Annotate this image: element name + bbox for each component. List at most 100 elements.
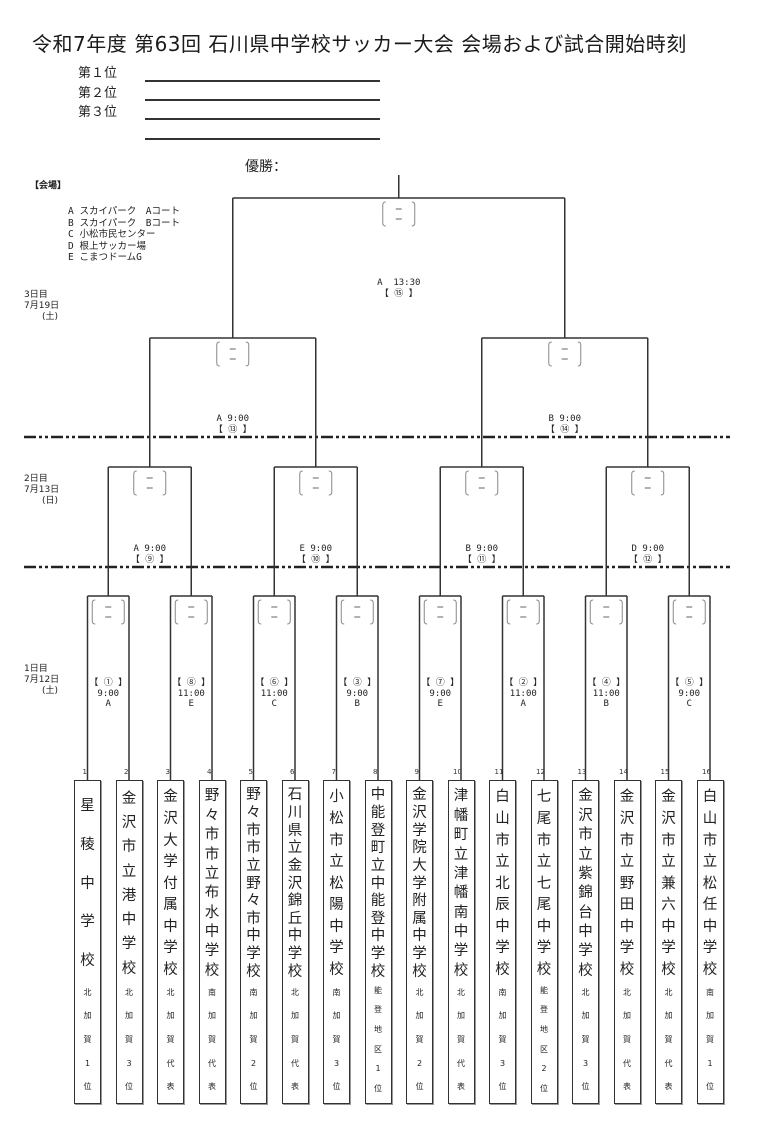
team-name-char: 学 (536, 940, 552, 957)
team-name-char: 立 (329, 854, 344, 871)
rank-2-label: 第２位 (78, 86, 118, 101)
venue-item: A スカイパーク Aコート (68, 206, 180, 217)
team-name-char: 々 (246, 805, 261, 822)
team-region-char: 位 (540, 1084, 548, 1094)
team-region-char: 位 (249, 1082, 258, 1092)
team-region-char: 代 (166, 1058, 175, 1068)
r1-match-match: 【 ⑤ 】 (670, 678, 709, 688)
team-name-char: 布 (204, 885, 220, 902)
team-name-char: 校 (329, 961, 344, 978)
team-region-char: 北 (166, 987, 175, 997)
team-name-char: 野 (204, 788, 220, 805)
team-name-char: 立 (370, 857, 386, 874)
team-region-char: 3 (126, 1058, 132, 1068)
team-name-char: 大 (163, 832, 178, 849)
team-name-char: 立 (619, 854, 635, 871)
seed-number: 11 (494, 768, 504, 776)
r1-match-match: 【 ⑧ 】 (172, 678, 211, 688)
team-name-char: 市 (329, 832, 344, 849)
sf-match-match: 【 ⑭ 】 (545, 424, 584, 435)
team-name-char: 中 (536, 918, 552, 935)
r2-match-info: B 9:00【 ⑪ 】 (452, 544, 512, 565)
team-name-char: 中 (412, 928, 427, 945)
day-3-label: 3日目 7月19日 (土) (24, 290, 60, 322)
team-name-char: 立 (287, 840, 303, 857)
team-name-char: 中 (453, 924, 469, 941)
team-region-char: 表 (664, 1082, 673, 1092)
team-name: 白山市立松任中学校 (698, 787, 723, 981)
team-name-char: 松 (329, 875, 344, 892)
team-name-char: 属 (412, 910, 427, 927)
team-region: 北加賀代表 (449, 981, 474, 1099)
team-name-char: 沢 (578, 807, 593, 824)
team-region-char: 南 (332, 987, 341, 997)
rank-1-label: 第１位 (78, 66, 118, 81)
team-name-char: 大 (412, 857, 427, 874)
team-region-char: 1 (707, 1058, 713, 1068)
team-region-char: 加 (166, 1011, 175, 1021)
r1-match-venue: B (603, 699, 609, 709)
team-region-char: 能 (374, 985, 382, 995)
team-name-char: 陽 (329, 897, 344, 914)
team-region-char: 位 (706, 1082, 714, 1092)
r1-match-time: 9:00 (97, 688, 120, 699)
team-name-char: 立 (661, 854, 676, 871)
rank-1-line (145, 80, 380, 82)
team-name-char: 山 (495, 810, 510, 827)
seed-number: 13 (577, 768, 587, 776)
team-name-char: 津 (453, 788, 469, 805)
team-name: 野々市市立野々市中学校 (241, 787, 266, 981)
team-name: 金沢市立紫錦台中学校 (573, 787, 598, 981)
team-name-char: 中 (370, 875, 386, 892)
team-name-char: 市 (495, 832, 510, 849)
team-region-char: 1 (84, 1058, 91, 1068)
team-name: 金沢市立港中学校 (117, 787, 142, 981)
team-region-char: 賀 (415, 1034, 424, 1044)
team-name-char: 校 (287, 963, 303, 980)
team-name-char: 松 (702, 875, 718, 892)
seed-number: 3 (165, 768, 170, 776)
team-name-char: 付 (163, 875, 178, 892)
team-name-char: 尾 (536, 810, 552, 827)
sf-match-venue_time: B 9:00 (548, 414, 581, 424)
sf-match-info: A 9:00【 ⑬ 】 (203, 414, 263, 435)
team-name-char: 学 (163, 854, 178, 871)
r2-match-match: 【 ⑩ 】 (296, 554, 335, 565)
venue-item: C 小松市民センター (68, 229, 156, 240)
team-region-char: 賀 (581, 1034, 590, 1044)
team-region: 北加賀代表 (158, 981, 183, 1099)
team-region-char: 2 (541, 1064, 547, 1074)
day-1-label: 1日目 7月12日 (土) (24, 664, 60, 696)
team-name-char: 錦 (578, 885, 593, 902)
team-region-char: 位 (83, 1082, 92, 1092)
final-match-info: A 13:30【 ⑮ 】 (364, 278, 434, 299)
team-name-char: 中 (287, 928, 303, 945)
team-name-char: 学 (453, 943, 469, 960)
team-name-char: 附 (412, 893, 427, 910)
team-name-char: 野 (246, 875, 261, 892)
team-region: 北加賀代表 (615, 981, 640, 1099)
r2-match-match: 【 ⑪ 】 (462, 554, 501, 565)
team-name-char: 中 (329, 918, 344, 935)
team-name-char: 立 (536, 854, 552, 871)
venue-item: D 根上サッカー場 (68, 240, 146, 252)
team-name-char: 稜 (80, 836, 95, 853)
seed-number: 1 (82, 768, 87, 776)
r1-match-venue: C (686, 699, 692, 709)
team-name-char: 中 (619, 918, 635, 935)
team-region-char: 位 (581, 1082, 590, 1092)
score-slot (631, 470, 665, 496)
team-name-char: 学 (495, 940, 510, 957)
team-name-char: 学 (204, 943, 220, 960)
r1-match-match: 【 ① 】 (89, 678, 128, 688)
team-name: 石川県立金沢錦丘中学校 (283, 787, 308, 981)
team-name: 津幡町立津幡南中学校 (449, 787, 474, 981)
sf-match-venue_time: A 9:00 (216, 414, 249, 424)
team-region-char: 表 (623, 1082, 631, 1092)
